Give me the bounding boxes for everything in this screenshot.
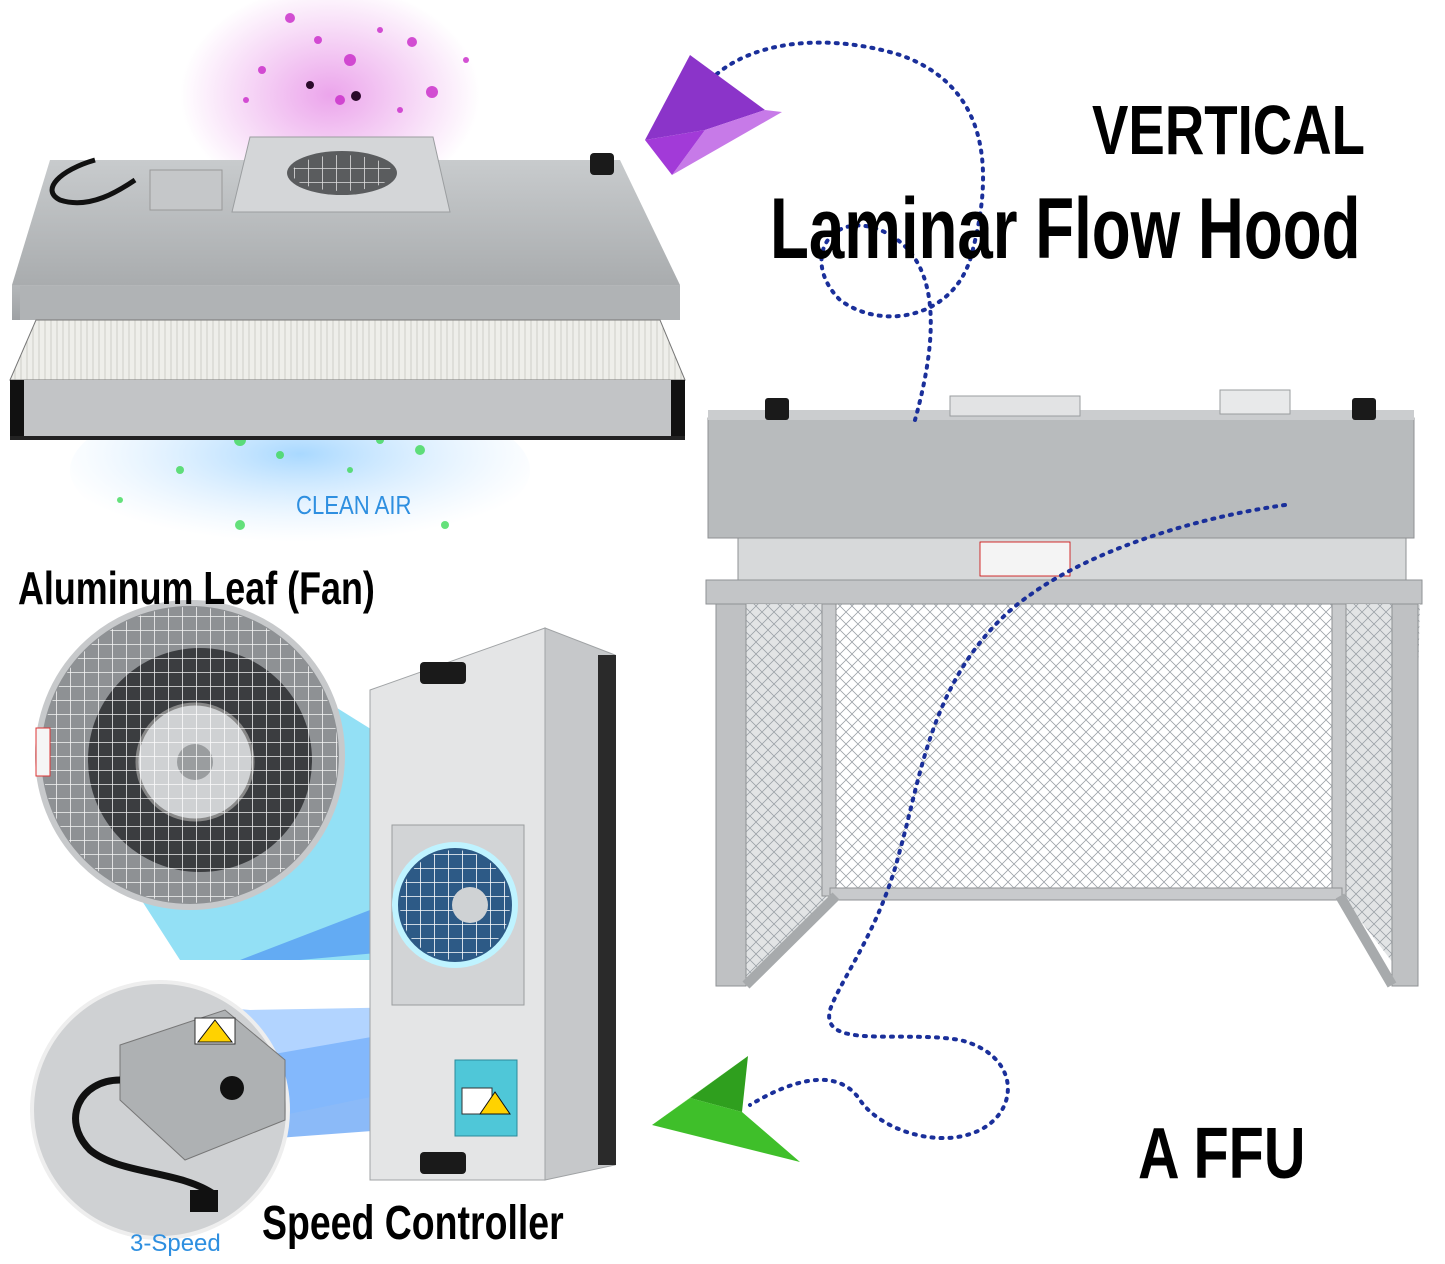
fan-icon (35, 600, 345, 910)
green-arrow-icon (652, 1056, 800, 1162)
power-plug-icon (30, 980, 290, 1240)
laminar-hood-illustration (705, 389, 1423, 989)
airflow-path (688, 40, 986, 422)
clean-air-label: CLEAN AIR (296, 490, 412, 520)
title-line-2: Laminar Flow Hood (770, 181, 1361, 277)
ffu-top-illustration (9, 0, 686, 550)
purple-arrow-icon (645, 55, 782, 175)
warning-label-icon (194, 1017, 236, 1045)
speed-controller-label: Speed Controller (262, 1197, 564, 1250)
three-speed-label: 3-Speed (130, 1230, 221, 1257)
title-line-1: VERTICAL (1092, 91, 1365, 169)
aluminum-leaf-label: Aluminum Leaf (Fan) (18, 562, 375, 614)
a-ffu-label: A FFU (1138, 1114, 1306, 1194)
